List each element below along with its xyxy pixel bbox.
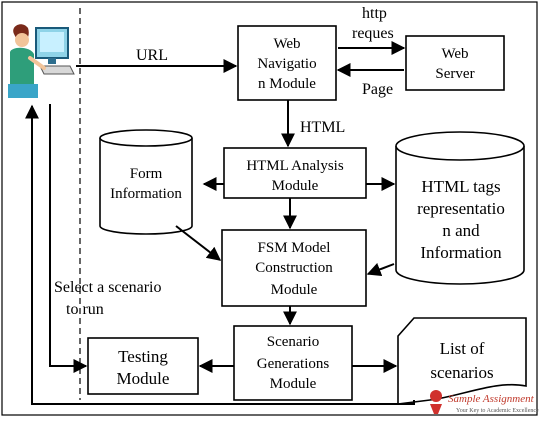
fsm-line-3: Module [271, 282, 318, 298]
html-label: HTML [300, 119, 345, 136]
http-label-line-2: reques [352, 25, 394, 42]
web-server-box [405, 35, 505, 91]
testing-module-box [87, 337, 199, 395]
scenario-gen-line-1: Scenario [267, 334, 319, 350]
html-tags-line-1: HTML tags [421, 177, 500, 196]
list-of-scenarios-document [397, 317, 527, 405]
sample-assignment-logo: Sample Assignment Your Key to Academic E… [430, 390, 539, 414]
form-to-fsm-arrow [175, 225, 222, 261]
web-server-line-2: Server [435, 66, 474, 82]
web-server-line-1: Web [441, 46, 468, 62]
watermark-tagline: Your Key to Academic Excellence [456, 408, 539, 414]
list-line-1: List of [440, 339, 485, 358]
html-tags-line-4: Information [420, 243, 502, 262]
watermark-brand: Sample Assignment [448, 393, 535, 405]
web-navigation-module-box [237, 25, 337, 101]
list-line-2: scenarios [430, 363, 493, 382]
http-label-line-1: http [362, 5, 387, 22]
testing-line-1: Testing [118, 347, 168, 366]
fsm-line-1: FSM Model [258, 240, 331, 256]
select-scenario-line-1: Select a scenario [54, 279, 162, 296]
feedback-arrow [25, 104, 415, 405]
url-label: URL [136, 47, 168, 64]
form-information-datastore [99, 129, 193, 235]
select-scenario-line-2: to run [66, 301, 104, 318]
html-tags-datastore [395, 131, 525, 285]
html-analysis-line-1: HTML Analysis [246, 158, 344, 174]
scenario-gen-line-2: Generations [257, 356, 330, 372]
html-analysis-line-2: Module [272, 178, 319, 194]
testing-line-2: Module [117, 369, 170, 388]
scenario-gen-line-3: Module [270, 376, 317, 392]
scenario-generations-module-box [233, 325, 353, 401]
select-scenario-arrow [49, 104, 88, 373]
html-tags-line-2: representatio [417, 199, 505, 218]
user-computer-icon [8, 24, 75, 98]
form-info-line-1: Form [130, 166, 163, 182]
fsm-model-construction-module-box [221, 229, 367, 307]
web-nav-line-2: Navigatio [257, 56, 316, 72]
html-tags-line-3: n and [442, 221, 480, 240]
outer-frame [1, 1, 538, 416]
tags-to-fsm-arrow [366, 262, 395, 277]
web-nav-line-1: Web [273, 36, 300, 52]
web-nav-line-3: n Module [258, 76, 316, 92]
html-analysis-module-box [223, 147, 367, 199]
page-label: Page [362, 81, 393, 98]
form-info-line-2: Information [110, 186, 182, 202]
fsm-line-2: Construction [255, 260, 333, 276]
